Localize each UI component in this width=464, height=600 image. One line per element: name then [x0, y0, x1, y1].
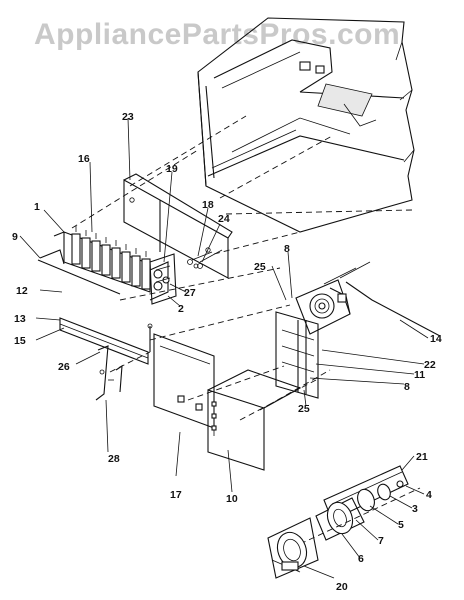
fan-shroud-panel [153, 333, 215, 429]
callout-2: 2 [178, 303, 184, 315]
callout-25-lower: 25 [298, 403, 310, 415]
callout-19: 19 [166, 163, 178, 175]
projection-lines [71, 115, 413, 421]
callout-8-lower: 8 [404, 381, 410, 393]
callout-24: 24 [218, 213, 230, 225]
drain-tube [108, 323, 153, 393]
callout-4: 4 [426, 489, 432, 501]
callout-8-upper: 8 [284, 243, 290, 255]
callout-1: 1 [34, 201, 40, 213]
watermark-text: AppliancePartsPros.com [34, 18, 400, 51]
evaporator-coil [37, 226, 170, 301]
callout-6: 6 [358, 553, 364, 565]
fan-bracket [275, 311, 319, 399]
callout-28: 28 [108, 453, 120, 465]
control-box [149, 200, 177, 305]
callout-22: 22 [424, 359, 436, 371]
callout-17: 17 [170, 489, 182, 501]
callout-10: 10 [226, 493, 238, 505]
leader-lines [19, 117, 429, 579]
callout-26: 26 [58, 361, 70, 373]
callout-15: 15 [14, 335, 26, 347]
callout-13: 13 [14, 313, 26, 325]
callout-12: 12 [16, 285, 28, 297]
callout-9: 9 [12, 231, 18, 243]
auger-motor-assembly [267, 465, 421, 579]
callout-14: 14 [430, 333, 442, 345]
drain-trough [59, 317, 149, 401]
callout-5: 5 [398, 519, 404, 531]
callout-25-upper: 25 [254, 261, 266, 273]
cabinet-liner [197, 17, 415, 233]
callout-16: 16 [78, 153, 90, 165]
callout-7: 7 [378, 535, 384, 547]
callout-23: 23 [122, 111, 134, 123]
callout-20: 20 [336, 581, 348, 593]
evaporator-cover [207, 369, 302, 471]
heater-wiring [187, 251, 213, 269]
callout-3: 3 [412, 503, 418, 515]
callout-numbers: 1 2 3 4 5 6 7 8 8 9 10 11 12 13 14 15 16… [12, 111, 442, 593]
fan-motor-assembly [295, 261, 441, 337]
callout-18: 18 [202, 199, 214, 211]
callout-27: 27 [184, 287, 196, 299]
callout-21: 21 [416, 451, 428, 463]
callout-11: 11 [414, 369, 425, 381]
